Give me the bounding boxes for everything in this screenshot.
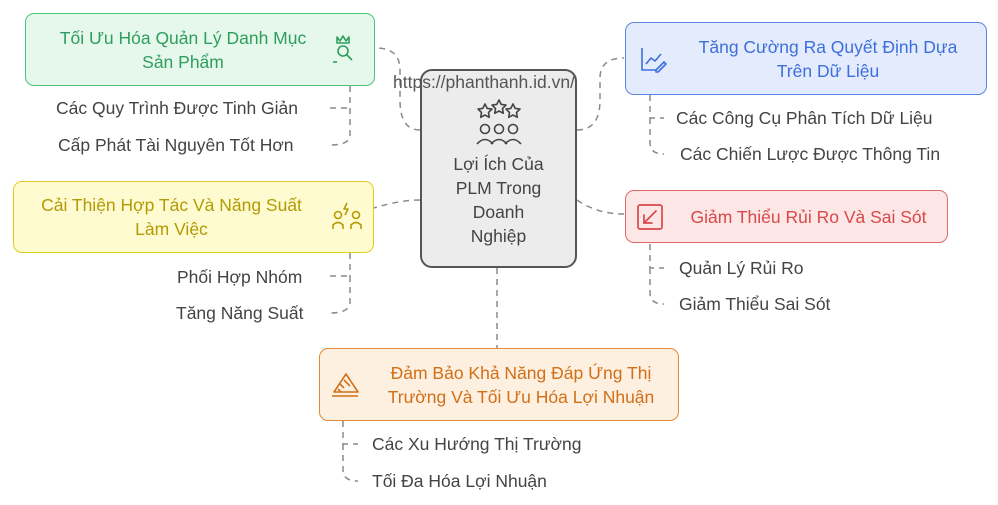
sub-item-streamlined-processes: Các Quy Trình Được Tinh Giản	[56, 98, 299, 118]
branch-title-line-1: Tối Ưu Hóa Quản Lý Danh Mục	[59, 27, 307, 48]
branch-collaboration-productivity: Cải Thiện Hợp Tác Và Năng Suất Làm Việc	[13, 181, 374, 253]
branch-title-line-2: Trên Dữ Liệu	[776, 60, 880, 81]
sub-item-informed-strategies: Các Chiến Lược Được Thông Tin	[680, 144, 941, 164]
sub-item-better-resource-allocation: Cấp Phát Tài Nguyên Tốt Hơn	[58, 135, 294, 155]
team-stars-icon	[475, 98, 522, 145]
center-node: Lợi Ích Của PLM Trong Doanh Nghiệp	[420, 69, 577, 268]
sub-item-maximize-profit: Tối Đa Hóa Lợi Nhuận	[372, 471, 547, 491]
sub-item-team-coordination: Phối Hợp Nhóm	[177, 267, 303, 287]
megaphone-icon	[332, 373, 359, 397]
sub-item-error-reduction: Giảm Thiểu Sai Sót	[679, 294, 831, 314]
connector-red	[576, 199, 625, 215]
watermark-url: https://phanthanh.id.vn/	[393, 72, 575, 92]
arrow-down-left-icon	[637, 204, 663, 230]
branch-title-line-2: Trường Và Tối Ưu Hóa Lợi Nhuận	[387, 386, 655, 407]
connector-blue	[576, 57, 625, 131]
chart-edit-icon	[641, 48, 667, 73]
center-title-line-2: PLM Trong	[455, 177, 542, 198]
branch-market-responsiveness: Đảm Bảo Khả Năng Đáp Ứng Thị Trường Và T…	[319, 348, 679, 421]
branch-title-line-2: Sản Phẩm	[142, 51, 224, 72]
branch-data-driven-decisions: Tăng Cường Ra Quyết Định Dựa Trên Dữ Liệ…	[625, 22, 987, 95]
branch-product-portfolio: Tối Ưu Hóa Quản Lý Danh Mục Sản Phẩm	[25, 13, 375, 86]
center-title-line-1: Lợi Ích Của	[453, 153, 544, 174]
branch-title-line-1: Đảm Bảo Khả Năng Đáp Ứng Thị	[390, 362, 652, 383]
center-title-line-3: Doanh	[472, 201, 525, 222]
sub-item-market-trends: Các Xu Hướng Thị Trường	[372, 434, 582, 454]
sub-item-data-analysis-tools: Các Công Cụ Phân Tích Dữ Liệu	[676, 108, 933, 128]
branch-title-line-2: Làm Việc	[135, 219, 208, 239]
branch-risk-error-reduction: Giảm Thiểu Rủi Ro Và Sai Sót	[625, 190, 948, 243]
branch-title-line-1: Cải Thiện Hợp Tác Và Năng Suất	[41, 195, 302, 215]
crown-user-icon	[333, 35, 353, 63]
center-title-line-4: Nghiệp	[470, 225, 527, 246]
team-spark-icon	[332, 202, 362, 229]
connector-green	[375, 47, 421, 131]
sub-item-increase-productivity: Tăng Năng Suất	[176, 303, 304, 323]
branch-title-line-1: Tăng Cường Ra Quyết Định Dựa	[698, 36, 958, 57]
connector-yellow	[373, 199, 421, 209]
branch-title-line-1: Giảm Thiểu Rủi Ro Và Sai Sót	[690, 206, 927, 227]
sub-item-risk-management: Quản Lý Rủi Ro	[679, 258, 804, 278]
